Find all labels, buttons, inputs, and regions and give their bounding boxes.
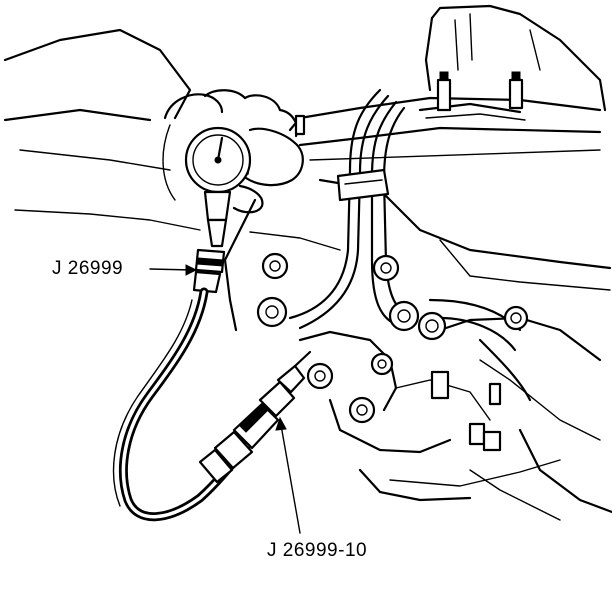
leader-arrows [149,264,301,534]
pressure-gauge [184,126,252,248]
label-adapter-tool: J 26999-10 [267,540,368,561]
fittings [256,71,529,452]
label-gauge-tool: J 26999 [52,258,124,279]
leader-arrow-j26999 [149,268,193,271]
arrowhead-j26999-10 [275,416,287,431]
leader-arrow-j26999-10 [280,424,301,534]
injection-lines [288,88,532,402]
adapter-fitting [198,350,312,484]
hand [3,28,304,231]
arrowhead-j26999 [185,264,198,276]
gauge-hose [112,248,255,522]
